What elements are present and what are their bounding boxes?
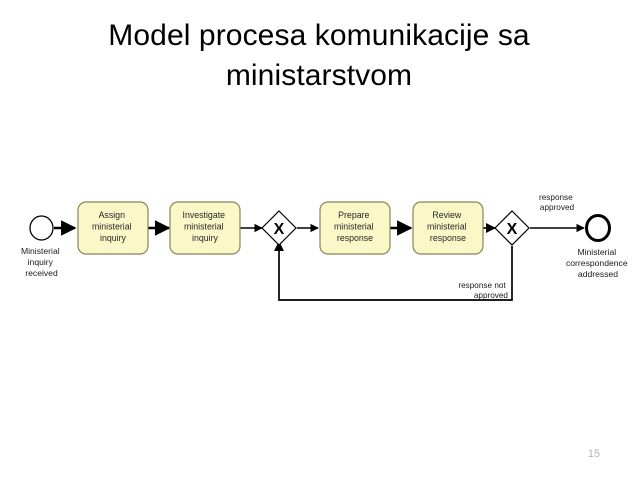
end-event-label: Ministerial correspondence addressed — [566, 247, 630, 279]
gateway-x-icon: X — [507, 221, 518, 238]
task-box — [77, 201, 149, 255]
task-investigate-ministerial-inquiry[interactable]: Investigate ministerial inquiry — [169, 201, 241, 255]
gateway-diamond — [494, 210, 530, 246]
page-title: Model procesa komunikacije sa ministarst… — [108, 19, 530, 92]
gateway-x-icon: X — [274, 221, 285, 238]
task-box — [169, 201, 241, 255]
gateway-merge[interactable]: X — [261, 210, 297, 246]
task-box — [412, 201, 484, 255]
start-event-circle — [29, 215, 54, 241]
end-event[interactable]: Ministerial correspondence addressed — [566, 214, 630, 280]
task-prepare-ministerial-response[interactable]: Prepare ministerial response — [319, 201, 391, 255]
start-event[interactable]: Ministerial inquiry received — [21, 215, 62, 278]
gateway-diamond — [261, 210, 297, 246]
task-review-ministerial-response[interactable]: Review ministerial response — [412, 201, 484, 255]
task-box — [319, 201, 391, 255]
task-label: Prepare ministerial response — [334, 210, 376, 243]
end-event-circle — [585, 214, 611, 242]
flow-label-response-approved: response approved — [539, 193, 575, 212]
page-number: 15 — [587, 448, 600, 460]
task-label: Review ministerial response — [427, 210, 469, 243]
task-assign-ministerial-inquiry[interactable]: Assign ministerial inquiry — [77, 201, 149, 255]
flow-label-response-not-approved: response not approved — [458, 281, 508, 300]
task-label: Assign ministerial inquiry — [92, 210, 134, 243]
bpmn-diagram: Ministerial inquiry received Assign mini… — [0, 180, 638, 320]
gateway-decision[interactable]: X — [494, 210, 530, 246]
start-event-label: Ministerial inquiry received — [21, 246, 62, 278]
flow-not-approved-loop — [273, 240, 513, 301]
sequence-flows — [54, 220, 585, 301]
task-label: Investigate ministerial inquiry — [183, 210, 228, 243]
